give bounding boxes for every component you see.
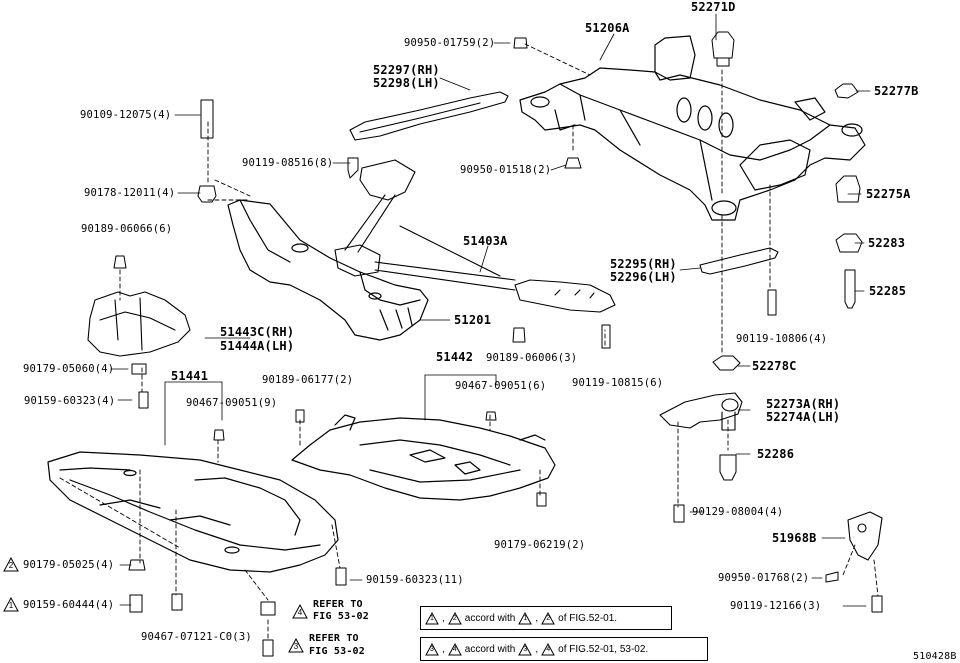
- part-label: 52298(LH): [373, 76, 440, 90]
- shield-51443C: [87, 291, 191, 357]
- marker-number: 2: [8, 561, 14, 570]
- part-label: 90467-09051(6): [455, 380, 547, 392]
- brace-52297: [349, 91, 509, 141]
- fig-ref-label: FIG 53-02: [313, 611, 369, 622]
- under-cover-51442: [291, 414, 556, 501]
- marker-number: 1: [8, 601, 14, 610]
- rear-suspension-member: [519, 35, 866, 221]
- triangle-marker-icon: 1: [3, 597, 19, 612]
- part-label: 52275A: [866, 187, 911, 201]
- part-label: 51403A: [463, 234, 508, 248]
- part-label: 90119-12166(3): [730, 600, 822, 612]
- part-label: 51442: [436, 350, 474, 364]
- front-suspension-member: [227, 199, 429, 341]
- under-cover-51441: [47, 451, 339, 573]
- part-label: 90950-01768(2): [718, 572, 810, 584]
- bracket-52273A: [659, 392, 743, 431]
- part-label: 51441: [171, 369, 209, 383]
- fasteners: [113, 99, 883, 657]
- part-label: 90159-60323(11): [366, 574, 464, 586]
- leader-lines: [110, 13, 871, 607]
- part-label: 90109-12075(4): [80, 109, 172, 121]
- part-label: 90467-09051(9): [186, 397, 278, 409]
- triangle-marker-icon: 4: [541, 642, 555, 656]
- part-label: 90178-12011(4): [84, 187, 176, 199]
- part-label: 51968B: [772, 531, 817, 545]
- note-fig-ref: of FIG.52-01, 53-02.: [558, 643, 649, 655]
- fig-ref-label: FIG 53-02: [309, 646, 365, 657]
- part-label: 52278C: [752, 359, 797, 373]
- part-label: 90119-10815(6): [572, 377, 664, 389]
- part-label: 90179-06219(2): [494, 539, 586, 551]
- part-label: 90189-06066(6): [81, 223, 173, 235]
- part-label: 51444A(LH): [220, 339, 295, 353]
- part-label: 90119-10806(4): [736, 333, 828, 345]
- part-label: 90159-60444(4): [23, 599, 115, 611]
- refer-to-label: REFER TO: [313, 599, 363, 610]
- brace-51403A: [334, 159, 616, 313]
- bracket-51968B: [847, 511, 883, 561]
- small-parts: [513, 31, 863, 583]
- triangle-marker-icon: 3: [288, 638, 304, 653]
- part-label: 52277B: [874, 84, 919, 98]
- note-fig-ref: of FIG.52-01.: [558, 612, 618, 624]
- triangle-marker-icon: 4: [447, 642, 462, 656]
- part-label: 52286: [757, 447, 795, 461]
- legend-note-2: 3 , 4 accord with 3 , 4 of FIG.52-01, 53…: [420, 637, 708, 661]
- part-label: 90189-06006(3): [486, 352, 578, 364]
- triangle-marker-icon: 4: [292, 604, 308, 619]
- plate-52295: [699, 247, 779, 275]
- part-label: 52273A(RH): [766, 397, 841, 411]
- part-label: 90467-07121-C0(3): [141, 631, 252, 643]
- part-label: 51443C(RH): [220, 325, 295, 339]
- part-label: 52295(RH): [610, 257, 677, 271]
- part-label: 90189-06177(2): [262, 374, 354, 386]
- part-label: 51201: [454, 313, 492, 327]
- part-label: 90179-05060(4): [23, 363, 115, 375]
- note-text: accord with: [464, 612, 516, 624]
- triangle-marker-icon: 1: [425, 611, 439, 625]
- marker-number: 3: [293, 642, 299, 651]
- triangle-marker-icon: 1: [518, 611, 533, 625]
- part-label: 52285: [869, 284, 907, 298]
- legend-note-1: 1 , 2 accord with 1 , 2 of FIG.52-01.: [420, 606, 672, 630]
- part-label: 52271D: [691, 0, 736, 14]
- part-label: 90129-08004(4): [692, 506, 784, 518]
- part-label: 52297(RH): [373, 63, 440, 77]
- part-label: 90950-01759(2): [404, 37, 496, 49]
- part-label: 90159-60323(4): [24, 395, 116, 407]
- part-label: 52296(LH): [610, 270, 677, 284]
- part-label: 52283: [868, 236, 906, 250]
- marker-number: 4: [297, 608, 303, 617]
- assembly-guide-lines: [59, 43, 879, 641]
- triangle-marker-icon: 2: [541, 611, 555, 625]
- triangle-marker-icon: 2: [3, 557, 19, 572]
- triangle-marker-icon: 2: [447, 611, 462, 625]
- triangle-marker-icon: 3: [518, 642, 533, 656]
- part-label: 51206A: [585, 21, 630, 35]
- part-label: 90950-01518(2): [460, 164, 552, 176]
- triangle-marker-icon: 3: [425, 642, 439, 656]
- note-text: accord with: [464, 643, 516, 655]
- refer-to-label: REFER TO: [309, 633, 359, 644]
- part-label: 90179-05025(4): [23, 559, 115, 571]
- part-label: 52274A(LH): [766, 410, 841, 424]
- part-label: 90119-08516(8): [242, 157, 334, 169]
- diagram-id: 510428B: [913, 651, 957, 662]
